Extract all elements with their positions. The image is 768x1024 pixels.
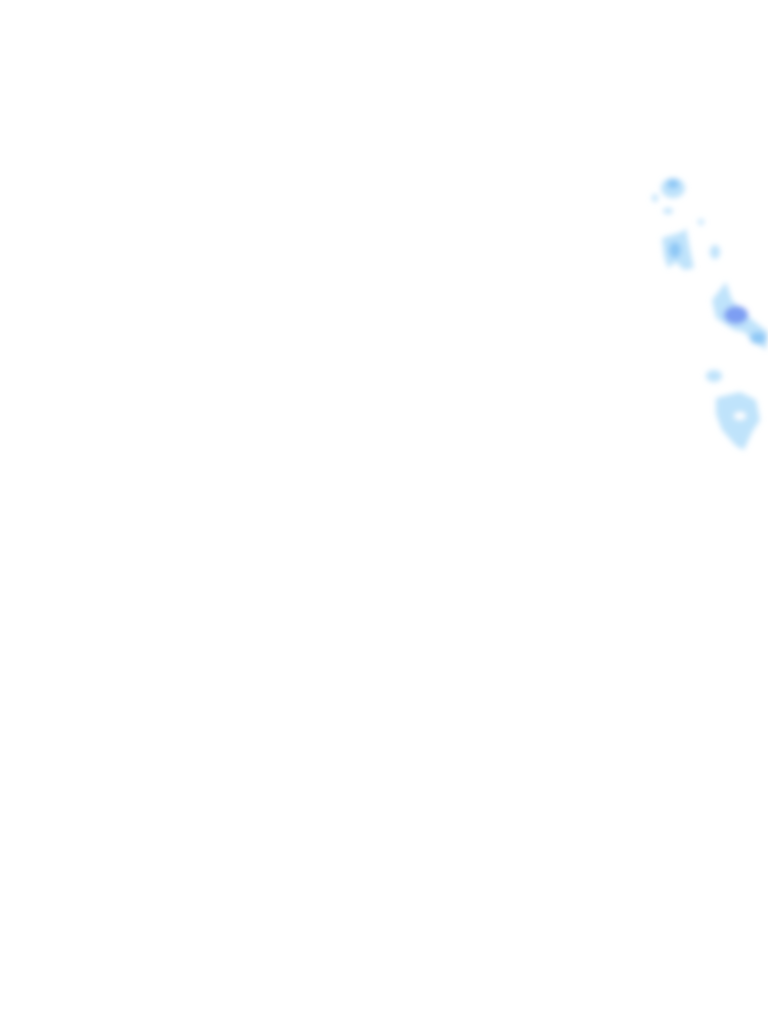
precip-cell-1 <box>652 178 685 214</box>
precip-cell-2 <box>662 219 720 270</box>
precip-cell-3 <box>712 282 768 350</box>
precip-cell-4 <box>706 370 760 450</box>
